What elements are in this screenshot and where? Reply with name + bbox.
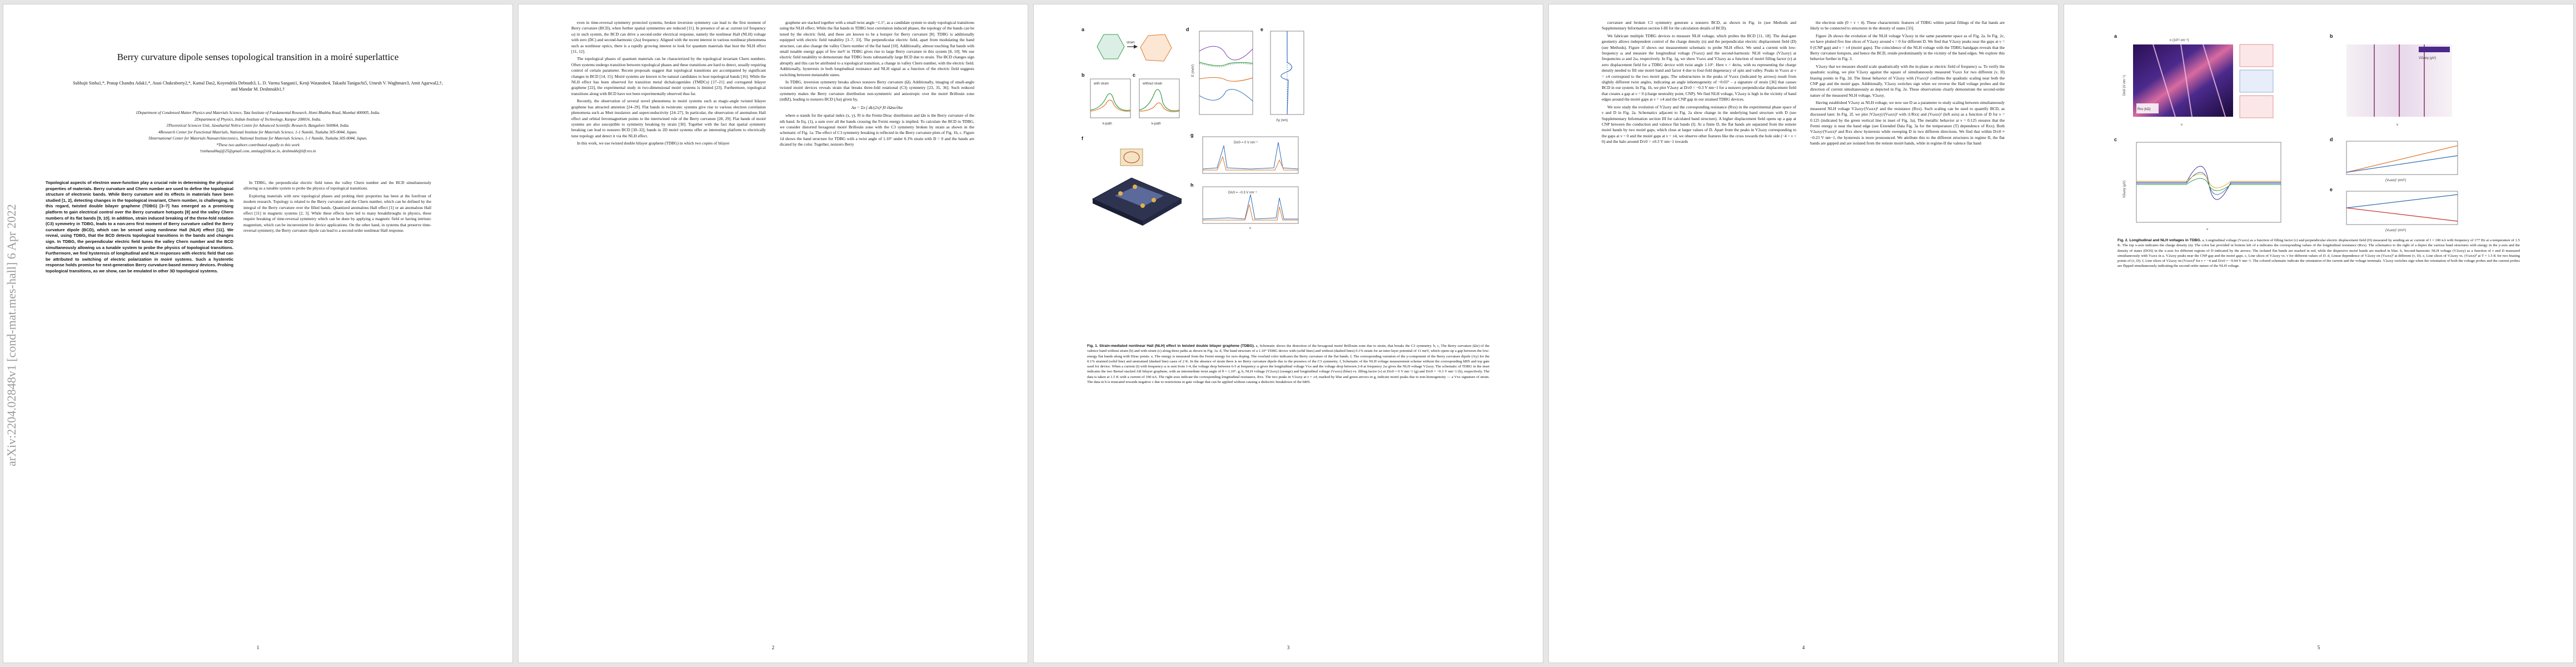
panel-e-sign-reversal-plot: (Vωxx)² (mV²) — [2346, 191, 2458, 232]
affiliation: 4Research Center for Functional Material… — [158, 130, 357, 135]
panel-label-h: h — [1190, 182, 1194, 188]
panel-g-voltage-vs-filling: D/ε0 = 0 V nm⁻¹ — [1202, 136, 1299, 174]
paragraph: Exploring materials with new topological… — [243, 193, 431, 233]
paragraph: In TDBG, the perpendicular electric fiel… — [243, 180, 431, 191]
panel-label-d: d — [2330, 137, 2333, 142]
nu-axis-label: ν — [2206, 228, 2208, 231]
d-axis-label: D/ε0 (V nm⁻¹) — [2123, 75, 2126, 96]
paragraph: where α stands for the spatial index (x,… — [780, 113, 974, 147]
nu-axis-label: ν — [1249, 227, 1251, 230]
affiliation: 3Theoretical Sciences Unit, Jawaharlal N… — [166, 123, 350, 128]
panel-label-b: b — [2330, 33, 2333, 39]
arxiv-stamp: arXiv:2204.02848v1 [cond-mat.mes-hall] 6… — [4, 204, 18, 466]
h-condition-label: D/ε0 = −0.3 V nm⁻¹ — [1228, 191, 1257, 195]
page-number: 3 — [1287, 645, 1290, 650]
panel-b-berry-curvature-plot: k-path with strain — [1090, 78, 1131, 126]
panel-label-a: a — [1082, 27, 1085, 32]
corresponding-emails: †sinhasubhaj@25@gmail.com, amitag@iitk.a… — [200, 149, 316, 153]
panel-label-b: b — [1082, 72, 1085, 78]
g-condition-label: D/ε0 = 0 V nm⁻¹ — [1234, 141, 1258, 145]
rxx-colorbar-label: Rxx (kΩ) — [2137, 108, 2150, 111]
n-axis-label: n (10¹² cm⁻²) — [2170, 39, 2189, 42]
page-4-column-1: curvature and broken C3 symmetry generat… — [1602, 20, 1796, 147]
page-number: 5 — [2317, 645, 2320, 650]
paragraph: The topological phases of quantum materi… — [571, 56, 766, 96]
energy-axis-label: E (meV) — [1192, 64, 1195, 77]
figure-1-caption-title: Fig. 1. Strain-mediated nonlinear Hall (… — [1087, 344, 1255, 348]
lambda-axis-label: Λy (nm) — [1276, 119, 1288, 122]
paragraph: We fabricate multiple TDBG devices to me… — [1602, 33, 1796, 102]
panel-h-voltage-vs-filling: D/ε0 = −0.3 V nm⁻¹ ν — [1202, 186, 1299, 230]
figure-2-caption-title: Fig. 2. Longitudinal and NLH voltages in… — [2117, 238, 2201, 242]
panel-label-d: d — [1186, 27, 1189, 32]
figure-2-caption: Fig. 2. Longitudinal and NLH voltages in… — [2117, 238, 2520, 269]
figure-1-caption: Fig. 1. Strain-mediated nonlinear Hall (… — [1087, 344, 1489, 385]
nu-axis-label: ν — [2396, 123, 2398, 127]
paragraph: even in time-reversal symmetry protected… — [571, 20, 766, 54]
paragraph: graphene are stacked together with a sma… — [780, 20, 974, 77]
panel-d-scaling-plot: (Vωxx)² (mV²) — [2346, 141, 2458, 182]
paragraph: We now study the evolution of V2ωxy and … — [1602, 104, 1796, 145]
page-number: 2 — [771, 645, 775, 650]
page-4: curvature and broken C3 symmetry generat… — [1549, 4, 2058, 663]
figure-2-caption-text: a, Longitudinal voltage (Vωxx) as a func… — [2117, 238, 2520, 268]
vw2-axis-label: (Vωxx)² (mV²) — [2385, 229, 2406, 232]
panel-label-c: c — [1133, 72, 1136, 78]
kpath-label: k-path — [1103, 122, 1112, 126]
affiliation: 1Department of Condensed Matter Physics … — [136, 111, 380, 115]
page-2-column-2: graphene are stacked together with a sma… — [780, 20, 974, 150]
paragraph: In TDBG, inversion symmetry breaks allow… — [780, 79, 974, 102]
affiliation: 2Department of Physics, Indian Institute… — [195, 117, 321, 122]
paragraph: the electron side (0 < ν < 4). These cha… — [1810, 20, 2005, 31]
paragraph: Having established V2ωxy as NLH voltage,… — [1810, 100, 2005, 146]
panel-label-e: e — [2330, 187, 2333, 192]
page-4-column-2: the electron side (0 < ν < 4). These cha… — [1810, 20, 2005, 148]
page-number: 1 — [256, 645, 260, 650]
panel-label-g: g — [1190, 132, 1194, 138]
page-2: even in time-reversal symmetry protected… — [519, 4, 1028, 663]
panel-a-hexagon-schematic: strain — [1097, 34, 1172, 62]
paragraph: Figure 2b shows the evolution of the NLH… — [1810, 33, 2005, 62]
panel-label-e: e — [1260, 27, 1264, 32]
panel-label-c: c — [2114, 137, 2117, 142]
kpath-label: k-path — [1152, 122, 1161, 126]
page-3: a strain b c k-path with strain k-path w… — [1034, 4, 1543, 663]
panel-e-bcd-plot: Λy (nm) — [1270, 31, 1304, 122]
panel-f-device-schematic — [1092, 148, 1183, 226]
panel-label-f: f — [1082, 136, 1083, 141]
nu-axis-label: ν — [2181, 123, 2183, 127]
affiliation: 5International Center for Materials Nano… — [148, 136, 367, 141]
page-1: arXiv:2204.02848v1 [cond-mat.mes-hall] 6… — [3, 4, 512, 663]
panel-c-berry-curvature-plot: k-path without strain — [1139, 78, 1180, 126]
strain-label: strain — [1127, 41, 1135, 44]
v2w-colorbar-label: V2ωxy (μV) — [2419, 57, 2436, 60]
paragraph: In this work, we use twisted double bila… — [577, 141, 730, 146]
with-strain-label: with strain — [1093, 82, 1109, 86]
figure-1: a strain b c k-path with strain k-path w… — [1082, 27, 1376, 344]
equal-contribution-note: *These two authors contributed equally t… — [216, 142, 300, 147]
panel-d-band-structure: E (meV) — [1192, 31, 1253, 115]
without-strain-label: without strain — [1142, 82, 1162, 86]
vw2-axis-label: (Vωxx)² (mV²) — [2385, 179, 2406, 182]
panel-b-nlh-map: V2ωxy (μV) ν — [2346, 44, 2452, 127]
panel-c-line-slices: V2ωxy (μV) ν — [2123, 142, 2281, 231]
paragraph: Recently, the observation of several nov… — [571, 98, 766, 138]
figure-2: a Rxx (kΩ) n (10¹² cm⁻²) ν D/ε0 (V nm⁻¹)… — [2114, 33, 2525, 400]
panel-a-longitudinal-map: Rxx (kΩ) n (10¹² cm⁻²) ν D/ε0 (V nm⁻¹) — [2123, 39, 2274, 127]
paper-title: Berry curvature dipole senses topologica… — [117, 52, 399, 62]
paragraph: curvature and broken C3 symmetry generat… — [1602, 20, 1796, 31]
abstract: Topological aspects of electron wave-fun… — [46, 180, 233, 273]
affiliations: 1Department of Condensed Matter Physics … — [70, 110, 446, 155]
page-1-column-2: In TDBG, the perpendicular electric fiel… — [243, 180, 431, 236]
figure-1-caption-text: a, Schematic shows the distortion of the… — [1087, 344, 1489, 385]
author-list: Subhajit Sinha1,*, Pratap Chandra Adak1,… — [73, 81, 443, 92]
page-5: a Rxx (kΩ) n (10¹² cm⁻²) ν D/ε0 (V nm⁻¹)… — [2064, 4, 2573, 663]
paragraph: V2ωxy that we measure should scale quadr… — [1810, 63, 2005, 98]
page-number: 4 — [1802, 645, 1805, 650]
panel-label-a: a — [2114, 33, 2117, 39]
page-2-column-1: even in time-reversal symmetry protected… — [571, 20, 766, 148]
v2w-axis-label: V2ωxy (μV) — [2123, 181, 2126, 198]
equation-1: Λα = Σn ∫ dk/(2π)² f0 ∂Ωnz/∂kα — [851, 104, 903, 110]
